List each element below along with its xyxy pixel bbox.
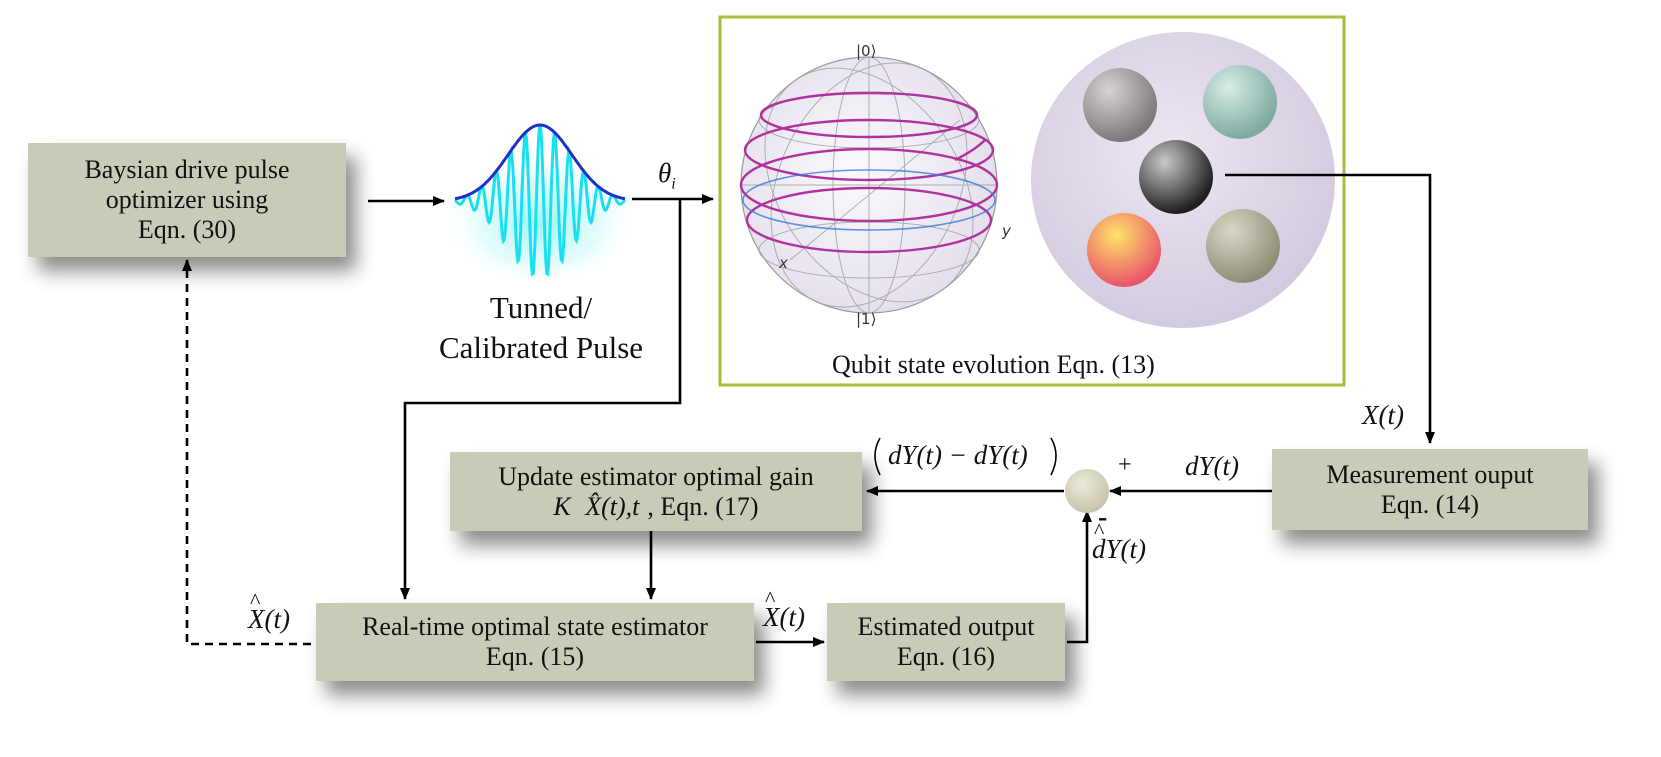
gain-tail: , Eqn. (17) [647, 491, 759, 521]
arrow-qubit-to-measurement [1225, 173, 1435, 444]
estimated-output-box: Estimated output Eqn. (16) [827, 603, 1065, 681]
xhat-t-feedback-label: X(t) [248, 588, 290, 635]
gain-args: X̂(t),t [585, 491, 640, 521]
arrow-feedback-to-optimizer [182, 259, 311, 646]
x-t-label: X(t) [1362, 400, 1404, 430]
state-estimator-box: Real-time optimal state estimator Eqn. (… [316, 603, 754, 681]
innovation-label: dY(t) − dY(t) [888, 440, 1028, 470]
bloch-ket1-label: |1⟩ [856, 310, 877, 328]
pulse-graphic [440, 123, 640, 285]
theta-label: θi [658, 158, 676, 193]
plus-sign: + [1118, 452, 1132, 478]
measurement-output-box: Measurement ouput Eqn. (14) [1272, 449, 1588, 530]
qubit-frame [718, 15, 1346, 387]
arrow-theta-to-estimator [400, 199, 682, 600]
dy-t-label: dY(t) [1185, 451, 1239, 481]
bloch-x-label: x [779, 254, 788, 272]
bloch-sphere [726, 40, 1020, 332]
gain-line-2: K X̂(t),t, Eqn. (17) [553, 492, 758, 522]
bayesian-optimizer-box: Baysian drive pulse optimizer using Eqn.… [28, 143, 346, 257]
estimated-output-line-1: Estimated output [857, 612, 1035, 641]
pulse-caption: Tunned/ Calibrated Pulse [412, 288, 670, 368]
optimizer-line-3: Eqn. (30) [137, 215, 237, 244]
minus-sign: - [1098, 502, 1108, 533]
gain-line-1: Update estimator optimal gain [498, 461, 814, 491]
xhat-feedback-text: X(t) [248, 588, 290, 635]
theta-subscript: i [671, 175, 676, 193]
estimator-line-2: Eqn. (15) [485, 642, 585, 671]
measurement-line-1: Measurement ouput [1326, 459, 1534, 489]
pulse-caption-line-2: Calibrated Pulse [438, 330, 644, 365]
pulse-envelope [454, 123, 626, 201]
dyhat-t-label: dY(t) [1092, 518, 1146, 565]
estimator-line-1: Real-time optimal state estimator [362, 612, 708, 641]
gain-func: K [553, 491, 571, 521]
theta-symbol: θ [658, 158, 672, 188]
optimizer-line-2: optimizer using [105, 185, 269, 214]
estimated-output-line-2: Eqn. (16) [896, 642, 996, 671]
arrow-output-to-summer [1067, 510, 1092, 644]
bloch-y-label: y [1002, 222, 1011, 240]
optimizer-line-1: Baysian drive pulse [84, 155, 290, 184]
pulse-caption-line-1: Tunned/ [489, 290, 593, 325]
xhat-estimator-text: X(t) [763, 586, 805, 633]
xhat-t-estimator-label: X(t) [763, 586, 805, 633]
qubit-caption: Qubit state evolution Eqn. (13) [832, 350, 1155, 379]
gain-update-box: Update estimator optimal gain K X̂(t),t,… [450, 452, 862, 531]
dyhat-text: dY(t) [1092, 518, 1146, 565]
measurement-line-2: Eqn. (14) [1380, 489, 1480, 519]
summing-junction [1065, 469, 1109, 513]
bloch-ket0-label: |0⟩ [856, 42, 877, 60]
qubit-array [1031, 32, 1335, 328]
